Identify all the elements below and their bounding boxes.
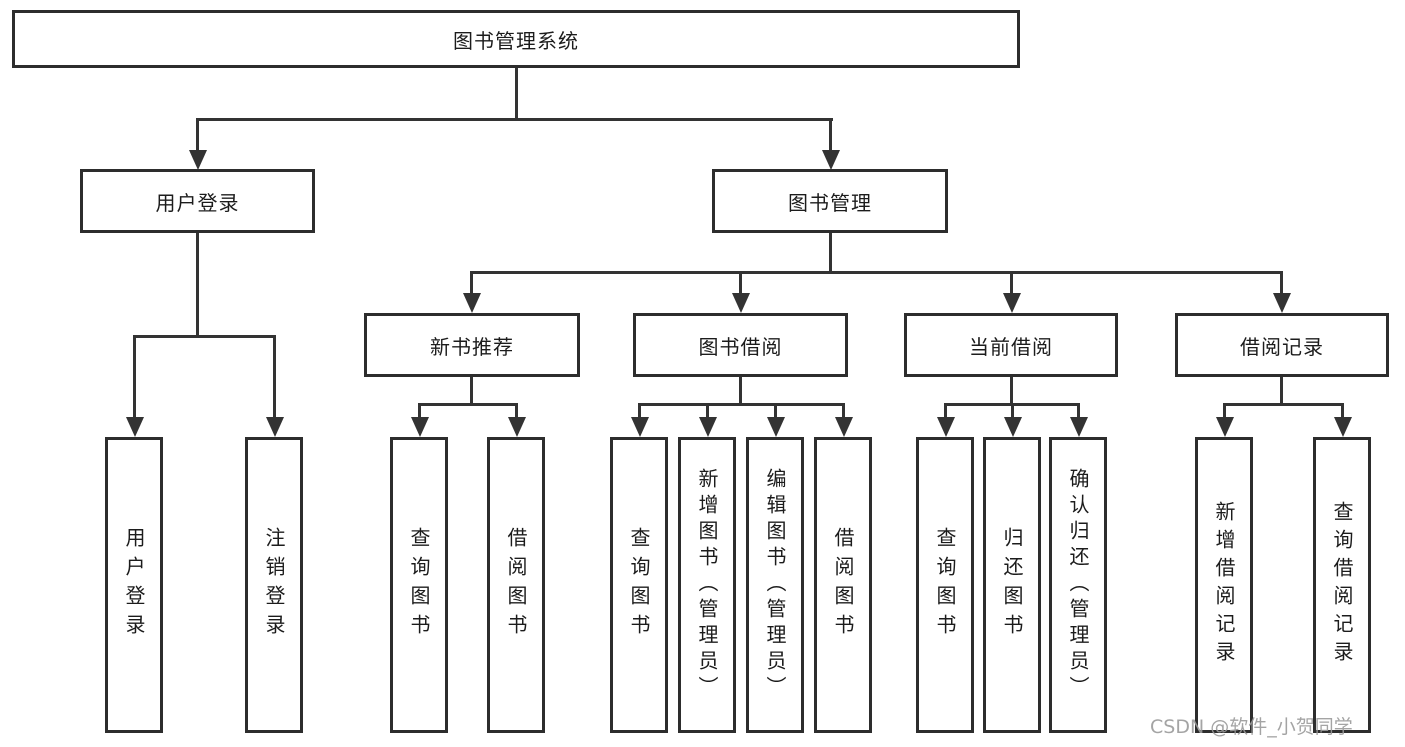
arrowhead-book-management [822,150,840,170]
leaf-bb-borrow-books-label: 借阅图书 [831,527,855,643]
arrowhead-br-add-record [1216,417,1234,437]
connector-borrowing-records-stem2 [1280,377,1283,406]
connector-new-book-stem [470,377,473,406]
node-borrowing-records-label: 借阅记录 [1240,334,1324,359]
arrowhead-br-query-record [1334,417,1352,437]
arrowhead-bb-add-book [699,417,717,437]
node-book-management-label: 图书管理 [788,190,872,215]
leaf-cb-return-book-label: 归还图书 [1000,527,1024,643]
leaf-cb-return-book: 归还图书 [983,437,1041,733]
node-borrowing-records: 借阅记录 [1175,313,1389,377]
leaf-bb-add-book-admin-label: 新增图书（管理员） [695,468,719,702]
node-new-book-recommend: 新书推荐 [364,313,580,377]
connector-arrow-bb-add-stem [706,403,709,419]
connector-arrow-logout-stem [273,335,276,417]
arrowhead-nb-borrow-books [508,417,526,437]
leaf-nb-query-books: 查询图书 [390,437,448,733]
arrowhead-bb-edit-book [767,417,785,437]
leaf-bb-edit-book-admin: 编辑图书（管理员） [746,437,804,733]
node-book-borrowing: 图书借阅 [633,313,848,377]
leaf-br-query-borrow-record-label: 查询借阅记录 [1330,501,1354,669]
node-current-borrowing-label: 当前借阅 [969,334,1053,359]
connector-new-book-hbar [418,403,518,406]
connector-user-login-stem [196,233,199,338]
leaf-user-login: 用户登录 [105,437,163,733]
connector-arrow-cb-query-stem [944,403,947,419]
csdn-watermark: CSDN @软件_小贺同学 [1150,716,1353,738]
node-new-book-recommend-label: 新书推荐 [430,334,514,359]
node-user-login-label: 用户登录 [155,190,240,215]
connector-arrow-bb-borrow-stem [842,403,845,419]
leaf-nb-borrow-books-label: 借阅图书 [504,527,528,643]
arrowhead-user-login [189,150,207,170]
arrowhead-book-borrowing [732,293,750,313]
leaf-br-add-borrow-record: 新增借阅记录 [1195,437,1253,733]
leaf-cb-confirm-return-admin-label: 确认归还（管理员） [1066,468,1090,702]
arrowhead-bb-borrow-books [835,417,853,437]
connector-book-management-stem [829,233,832,274]
connector-user-login-hbar [133,335,276,338]
arrowhead-login [126,417,144,437]
connector-book-borrowing-stem2 [739,377,742,406]
leaf-bb-query-books-label: 查询图书 [627,527,651,643]
connector-arrow-br-add-stem [1223,403,1226,419]
connector-arrow-new-book-stem [470,271,473,293]
leaf-nb-query-books-label: 查询图书 [407,527,431,643]
connector-arrow-br-query-stem [1341,403,1344,419]
connector-borrowing-records-hbar [1223,403,1344,406]
leaf-cb-query-books-label: 查询图书 [933,527,957,643]
arrowhead-cb-query-books [937,417,955,437]
connector-arrow-book-borrowing-stem [739,271,742,293]
leaf-nb-borrow-books: 借阅图书 [487,437,545,733]
leaf-bb-query-books: 查询图书 [610,437,668,733]
connector-arrow-user-login-stem [196,118,199,152]
node-book-management: 图书管理 [712,169,948,233]
connector-arrow-book-management-stem [829,118,832,152]
leaf-bb-edit-book-admin-label: 编辑图书（管理员） [763,468,787,702]
arrowhead-bb-query-books [631,417,649,437]
leaf-cb-query-books: 查询图书 [916,437,974,733]
connector-arrow-cb-return-stem [1011,403,1014,419]
connector-arrow-current-borrowing-stem [1010,271,1013,293]
leaf-user-login-label: 用户登录 [122,527,146,643]
node-book-borrowing-label: 图书借阅 [698,334,783,359]
connector-book-borrowing-hbar [638,403,844,406]
node-user-login: 用户登录 [80,169,315,233]
connector-current-borrowing-stem2 [1010,377,1013,406]
node-root-library-management-system: 图书管理系统 [12,10,1020,68]
connector-book-management-hbar [470,271,1282,274]
arrowhead-borrowing-records [1273,293,1291,313]
leaf-bb-borrow-books: 借阅图书 [814,437,872,733]
arrowhead-new-book-recommend [463,293,481,313]
arrowhead-current-borrowing [1003,293,1021,313]
connector-arrow-cb-confirm-stem [1077,403,1080,419]
connector-root-hbar [197,118,833,121]
connector-arrow-login-stem [133,335,136,417]
leaf-bb-add-book-admin: 新增图书（管理员） [678,437,736,733]
connector-root-stem [515,68,518,118]
arrowhead-logout [266,417,284,437]
leaf-br-query-borrow-record: 查询借阅记录 [1313,437,1371,733]
leaf-logout: 注销登录 [245,437,303,733]
node-root-label: 图书管理系统 [453,28,579,53]
leaf-cb-confirm-return-admin: 确认归还（管理员） [1049,437,1107,733]
arrowhead-cb-return-book [1004,417,1022,437]
connector-arrow-borrowing-records-stem [1280,271,1283,293]
connector-arrow-nb-borrow-stem [515,403,518,419]
arrowhead-nb-query-books [411,417,429,437]
connector-arrow-bb-edit-stem [774,403,777,419]
leaf-logout-label: 注销登录 [262,527,286,643]
arrowhead-cb-confirm-return [1070,417,1088,437]
connector-arrow-nb-query-stem [418,403,421,419]
node-current-borrowing: 当前借阅 [904,313,1118,377]
leaf-br-add-borrow-record-label: 新增借阅记录 [1212,501,1236,669]
connector-arrow-bb-query-stem [638,403,641,419]
